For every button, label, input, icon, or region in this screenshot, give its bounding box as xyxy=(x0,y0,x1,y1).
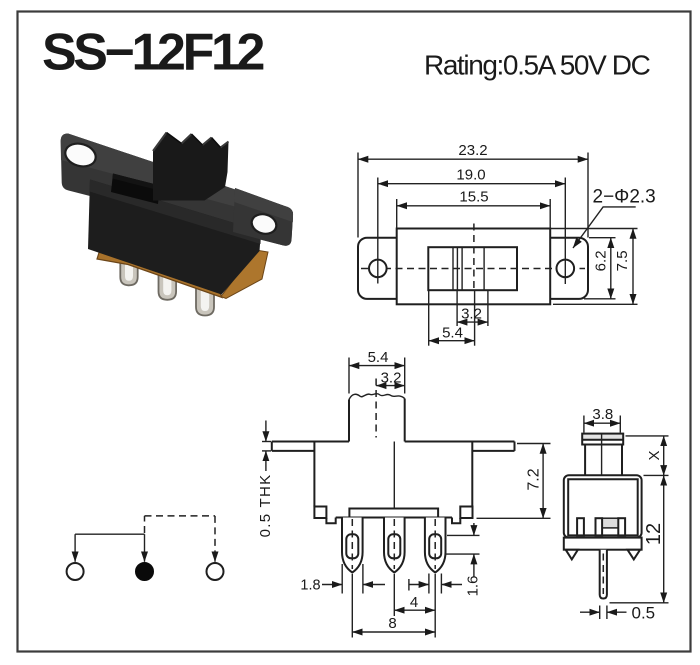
svg-text:6.2: 6.2 xyxy=(592,250,609,271)
svg-text:0.5: 0.5 xyxy=(632,604,656,623)
svg-text:7.5: 7.5 xyxy=(614,250,631,271)
svg-text:Rating:0.5A 50V DC: Rating:0.5A 50V DC xyxy=(424,50,651,81)
svg-text:23.2: 23.2 xyxy=(458,142,487,159)
svg-text:4: 4 xyxy=(410,594,418,611)
svg-text:19.0: 19.0 xyxy=(456,167,485,184)
svg-text:1.8: 1.8 xyxy=(300,578,320,594)
svg-text:5.4: 5.4 xyxy=(368,349,389,366)
svg-text:15.5: 15.5 xyxy=(459,189,488,206)
svg-text:12: 12 xyxy=(643,523,665,545)
svg-text:1.6: 1.6 xyxy=(465,576,482,597)
svg-text:2−Φ2.3: 2−Φ2.3 xyxy=(593,187,656,208)
svg-text:3.2: 3.2 xyxy=(461,306,482,323)
svg-text:5.4: 5.4 xyxy=(442,325,463,342)
svg-text:3.2: 3.2 xyxy=(381,370,402,387)
svg-text:0.5 THK: 0.5 THK xyxy=(257,474,274,538)
svg-text:7.2: 7.2 xyxy=(525,468,542,490)
svg-text:8: 8 xyxy=(388,615,396,632)
svg-text:3.8: 3.8 xyxy=(592,406,613,423)
svg-text:SS−12F12: SS−12F12 xyxy=(42,24,263,82)
svg-text:X: X xyxy=(646,450,663,460)
